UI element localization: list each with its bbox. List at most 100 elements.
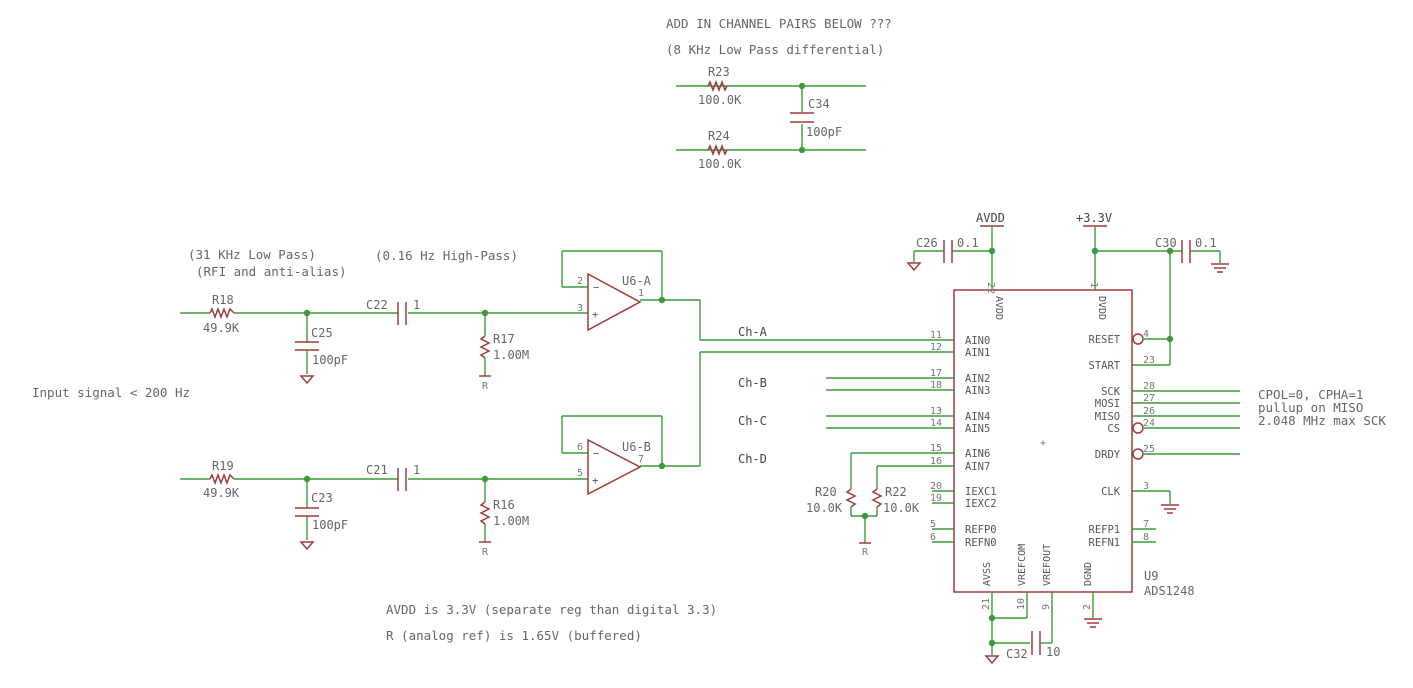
ads1248-pin-label: DGND — [1083, 562, 1094, 586]
power-avdd: C26 0.1 — [906, 225, 1004, 290]
c25-ref: C25 — [311, 326, 333, 340]
ads1248-pin-label: AIN2 — [965, 373, 990, 385]
supply-3v3-label: +3.3V — [1076, 211, 1112, 225]
opamp-u6b: − + 6 5 7 U6-B — [561, 415, 700, 496]
ads1248-pin-label: CLK — [1101, 486, 1121, 498]
r20-ref: R20 — [815, 485, 837, 499]
ads1248-pin-number: 4 — [1143, 329, 1149, 340]
ads1248-pin-label: SCK — [1101, 386, 1121, 398]
capacitor-c34-symbol — [790, 112, 814, 123]
r19-ref: R19 — [212, 459, 234, 473]
spi-bus — [1132, 390, 1240, 543]
note-016hz-highpass: (0.16 Hz High-Pass) — [375, 248, 518, 263]
ads1248-pin-number: 21 — [981, 598, 992, 610]
u6b-ref: U6-B — [622, 440, 651, 454]
opamp-u6a: − + 2 3 1 U6-A — [561, 250, 700, 332]
c32-ref: C32 — [1006, 647, 1028, 661]
r16-ref-supply: R — [482, 547, 489, 558]
r20-value: 10.0K — [806, 501, 843, 515]
r18-value: 49.9K — [203, 321, 240, 335]
ads1248-pin-label: IEXC2 — [965, 498, 997, 510]
note-spi-mode: CPOL=0, CPHA=1 — [1258, 387, 1363, 402]
net-label-ch-b: Ch-B — [738, 376, 767, 390]
ground-symbol-c25 — [299, 375, 315, 385]
r22-ref: R22 — [885, 485, 907, 499]
svg-text:+: + — [1040, 438, 1046, 449]
u6a-pin-minus: 2 — [577, 276, 583, 287]
r16-ref: R16 — [493, 498, 515, 512]
ads1248-pin-label: REFP0 — [965, 524, 997, 536]
r18-ref: R18 — [212, 293, 234, 307]
excitation-network: R R20 10.0K R22 10.0K — [806, 452, 954, 558]
c26-value: 0.1 — [957, 236, 979, 250]
ads1248-pin-label: REFP1 — [1089, 524, 1121, 536]
resistor-r18-symbol — [209, 306, 235, 320]
supply-avdd-label: AVDD — [976, 211, 1005, 225]
r24-value: 100.0K — [698, 157, 742, 171]
ground-symbol-c32 — [984, 655, 1000, 665]
channel-b-input-chain: R19 49.9K C23 100pF C21 1 R R16 1.00M — [180, 459, 588, 558]
ads1248-pin-label: VREFOUT — [1042, 544, 1053, 586]
r23-ref: R23 — [708, 65, 730, 79]
ads1248-pin-label: VREFCOM — [1017, 544, 1028, 586]
inversion-bubble — [1132, 333, 1144, 345]
u6a-ref: U6-A — [622, 274, 652, 288]
ads1248-pin-label: DVDD — [1096, 296, 1107, 320]
ads1248-pin-number: 13 — [930, 406, 942, 417]
r22-value: 10.0K — [883, 501, 920, 515]
ads1248-pin-number: 17 — [930, 368, 942, 379]
note-8khz-lowpass: (8 KHz Low Pass differential) — [666, 42, 884, 57]
ads1248-pin-number: 20 — [930, 481, 942, 492]
ads1248-pin-number: 3 — [1143, 481, 1149, 492]
c30-value: 0.1 — [1195, 236, 1217, 250]
resistor-r24-symbol — [707, 143, 728, 157]
svg-text:−: − — [593, 282, 599, 294]
ads1248-pin-number: 5 — [930, 519, 936, 530]
ads1248-pin-number: 6 — [930, 532, 936, 543]
c34-value: 100pF — [806, 125, 842, 139]
note-input-signal: Input signal < 200 Hz — [32, 385, 190, 400]
c25-value: 100pF — [312, 353, 348, 367]
svg-text:+: + — [592, 475, 598, 487]
note-rfi-antialias: (RFI and anti-alias) — [196, 264, 347, 279]
u9-ref: U9 — [1144, 569, 1158, 583]
resistor-r19-symbol — [209, 472, 235, 486]
ads1248-pin-label: REFN1 — [1089, 537, 1121, 549]
ads1248-pin-label: IEXC1 — [965, 486, 997, 498]
u6a-pin-plus: 3 — [577, 303, 583, 314]
resistor-r23-symbol — [707, 79, 728, 93]
ground-symbol-c26 — [906, 262, 922, 272]
c26-ref: C26 — [916, 236, 938, 250]
r24-ref: R24 — [708, 129, 730, 143]
note-add-channel-pairs: ADD IN CHANNEL PAIRS BELOW ??? — [666, 16, 892, 31]
svg-text:−: − — [593, 448, 599, 460]
power-3v3: C30 0.1 — [1083, 225, 1229, 366]
channel-a-input-chain: R18 49.9K C25 100pF C22 1 R R17 1.00M — [180, 293, 588, 392]
ads1248-pin-label: MISO — [1095, 411, 1120, 423]
note-sck-max: 2.048 MHz max SCK — [1258, 413, 1386, 428]
u9-value: ADS1248 — [1144, 584, 1195, 598]
c32-value: 10 — [1046, 645, 1060, 659]
ads1248-pin-label: AIN0 — [965, 335, 990, 347]
r16-value: 1.00M — [493, 514, 529, 528]
ads1248-pin-number: 9 — [1041, 604, 1052, 610]
ads1248-pin-number: 26 — [1143, 406, 1155, 417]
ads1248-pin-label: REFN0 — [965, 537, 997, 549]
ads1248-pin-label: AVSS — [982, 562, 993, 586]
ads1248-pin-label: MOSI — [1095, 398, 1120, 410]
ads1248-pin-label: AIN4 — [965, 411, 990, 423]
r17-ref-supply: R — [482, 381, 489, 392]
ads1248-pin-number: 27 — [1143, 393, 1155, 404]
ground-symbol-c23 — [299, 541, 315, 551]
ads1248-pin-number: 19 — [930, 493, 942, 504]
c23-ref: C23 — [311, 491, 333, 505]
net-label-ch-a: Ch-A — [738, 325, 768, 339]
inversion-bubble — [1132, 448, 1144, 460]
ads1248-pin-label: AIN5 — [965, 423, 990, 435]
spare-filter-section: R23 100.0K R24 100.0K C34 100pF — [676, 65, 866, 171]
c34-ref: C34 — [808, 97, 830, 111]
ads1248-pin-number: 25 — [1143, 444, 1155, 455]
resistor-r17-symbol — [479, 335, 491, 359]
